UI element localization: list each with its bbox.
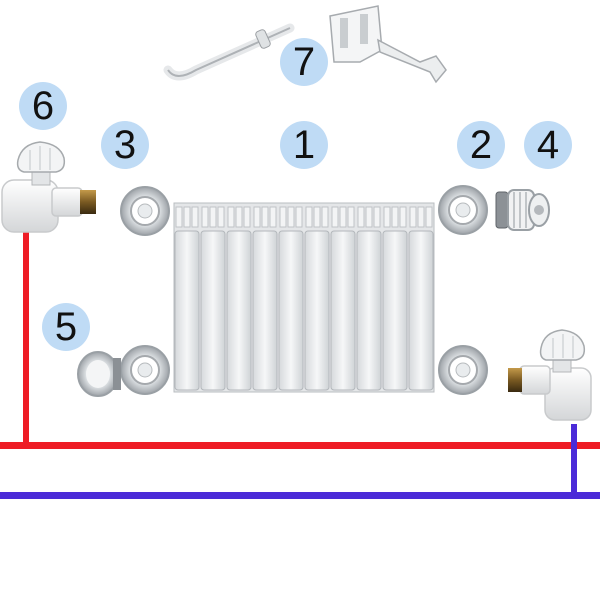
plug-right-upper [438, 185, 488, 235]
radiator-section [304, 230, 330, 391]
label-badge-radiator: 1 [280, 121, 328, 169]
radiator-top-louver [357, 206, 365, 228]
label-badge-plug-left: 3 [101, 121, 149, 169]
radiator-top-louver [339, 206, 347, 228]
radiator-top-louver [201, 206, 209, 228]
radiator-top-louver [261, 206, 269, 228]
radiator-section [174, 230, 200, 391]
ball-valve-return [508, 329, 592, 421]
radiator-section [226, 230, 252, 391]
radiator-section [330, 230, 356, 391]
radiator-top-louver [425, 206, 433, 228]
radiator-top-louver [365, 206, 373, 228]
radiator-top-louver [373, 206, 381, 228]
radiator-section [200, 230, 226, 391]
radiator-top-louver [305, 206, 313, 228]
radiator-top-louver [331, 206, 339, 228]
end-cap [77, 351, 121, 397]
radiator-section [382, 230, 408, 391]
radiator-top-louver [399, 206, 407, 228]
radiator-top-louver [243, 206, 251, 228]
radiator-section [278, 230, 304, 391]
plug-right-lower [438, 345, 488, 395]
radiator-top-louver [269, 206, 277, 228]
plug-left-lower [120, 345, 170, 395]
radiator-top-louver [347, 206, 355, 228]
radiator-top-louver [287, 206, 295, 228]
radiator-top-louver [253, 206, 261, 228]
label-badge-ball-valve: 6 [19, 82, 67, 130]
radiator-top-louver [295, 206, 303, 228]
supply-pipe [0, 232, 600, 449]
radiator-top-louver [191, 206, 199, 228]
wall-bracket [329, 5, 447, 84]
radiator-top-louver [417, 206, 425, 228]
radiator-section [356, 230, 382, 391]
radiator-section [408, 230, 434, 391]
ball-valve-supply [1, 141, 96, 233]
label-badge-end-cap: 5 [42, 303, 90, 351]
radiator-top-louver [409, 206, 417, 228]
radiator-top-louver [383, 206, 391, 228]
air-vent [495, 189, 550, 231]
radiator-top-louver [321, 206, 329, 228]
radiator-section [252, 230, 278, 391]
radiator [173, 202, 435, 393]
radiator-top-louver [217, 206, 225, 228]
radiator-top-louver [235, 206, 243, 228]
radiator-top-louver [313, 206, 321, 228]
label-badge-air-vent: 4 [524, 121, 572, 169]
return-pipe [0, 424, 600, 499]
radiator-top-louver [183, 206, 191, 228]
radiator-top-louver [279, 206, 287, 228]
label-badge-bracket: 7 [280, 38, 328, 86]
label-badge-plug-right: 2 [457, 121, 505, 169]
plug-left-upper [120, 186, 170, 236]
radiator-top-louver [175, 206, 183, 228]
radiator-top-louver [391, 206, 399, 228]
radiator-top-louver [227, 206, 235, 228]
radiator-top-louver [209, 206, 217, 228]
bracket-hook [163, 23, 295, 81]
